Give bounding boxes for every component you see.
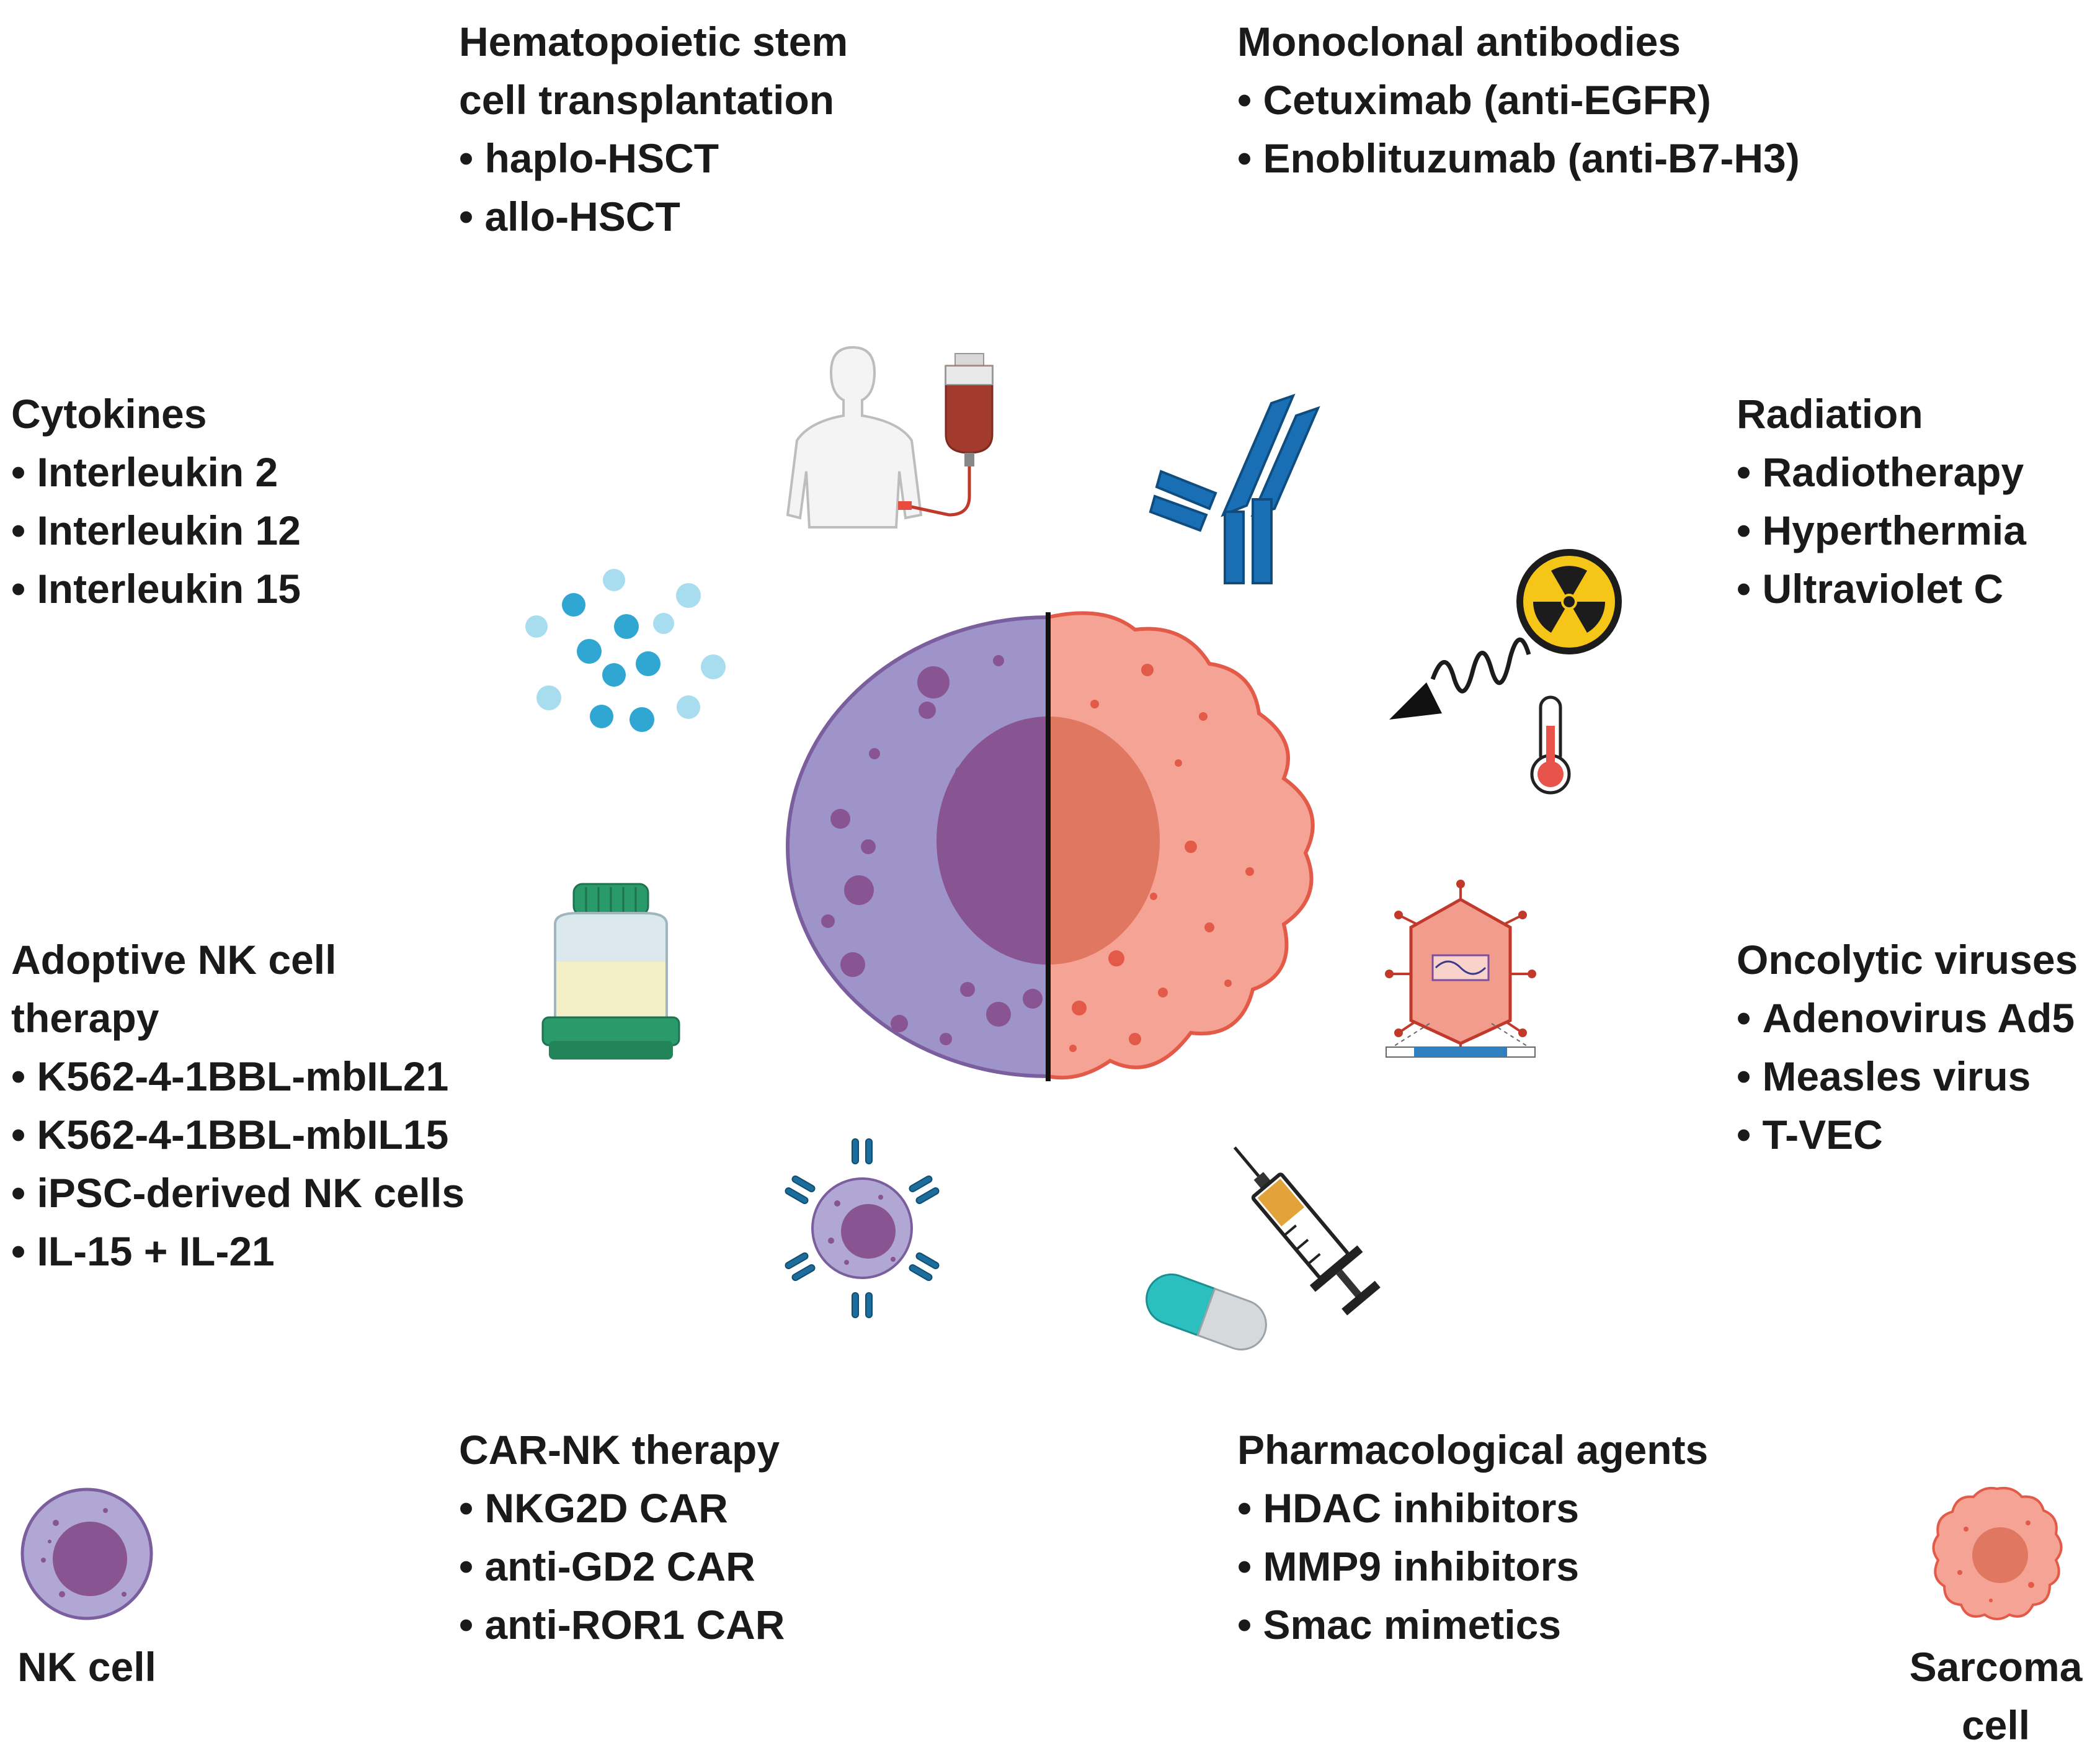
list-item: Adenovirus Ad5 (1737, 989, 2078, 1047)
category-cytokines: Cytokines Interleukin 2 Interleukin 12 I… (11, 385, 301, 618)
syringe-icon (1233, 1146, 1381, 1316)
list-item: Radiotherapy (1737, 443, 2026, 501)
list-item: Smac mimetics (1237, 1595, 1708, 1654)
cytokine-dots-icon (525, 569, 726, 732)
nk-cell-label: NK cell (17, 1644, 156, 1690)
category-title: Hematopoietic stem cell transplantation (459, 19, 848, 123)
sarcoma-granules (1069, 664, 1254, 1052)
sarcoma-cell-label: Sarcoma cell (1892, 1638, 2100, 1754)
category-title: Oncolytic viruses (1737, 937, 2078, 983)
list-item: K562-4-1BBL-mbIL15 (11, 1105, 448, 1164)
category-items: haplo-HSCT allo-HSCT (459, 129, 918, 246)
list-item: anti-ROR1 CAR (459, 1595, 785, 1654)
category-items: Interleukin 2 Interleukin 12 Interleukin… (11, 443, 301, 618)
central-nk-sarcoma-cell (786, 611, 1315, 1081)
category-pharmacological: Pharmacological agents HDAC inhibitors M… (1237, 1421, 1708, 1654)
list-item: iPSC-derived NK cells (11, 1164, 465, 1222)
category-hsct: Hematopoietic stem cell transplantation … (459, 12, 918, 246)
category-items: Cetuximab (anti-EGFR) Enoblituzumab (ant… (1237, 71, 1800, 187)
list-item: haplo-HSCT (459, 129, 918, 187)
category-items: K562-4-1BBL-mbIL21 K562-4-1BBL-mbIL15 iP… (11, 1047, 465, 1280)
list-item: IL-15 + IL-21 (11, 1222, 414, 1280)
category-title: Monoclonal antibodies (1237, 19, 1681, 65)
category-title: Adoptive NK cell therapy (11, 937, 337, 1041)
list-item: K562-4-1BBL-mbIL21 (11, 1047, 448, 1105)
capsule-icon (1146, 1274, 1267, 1350)
nk-granules (821, 655, 1043, 1045)
list-item: NKG2D CAR (459, 1479, 785, 1537)
nk-cell-legend-icon (20, 1488, 153, 1620)
category-title: Pharmacological agents (1237, 1427, 1709, 1473)
hsct-patient-blood-bag-icon (786, 346, 994, 529)
list-item: allo-HSCT (459, 187, 918, 246)
culture-flask-icon (541, 883, 680, 1060)
list-item: T-VEC (1737, 1105, 2078, 1164)
category-items: HDAC inhibitors MMP9 inhibitors Smac mim… (1237, 1479, 1708, 1654)
thermometer-icon (1530, 695, 1571, 795)
list-item: Interleukin 2 (11, 443, 301, 501)
list-item: Measles virus (1737, 1047, 2078, 1105)
category-car-nk: CAR-NK therapy NKG2D CAR anti-GD2 CAR an… (459, 1421, 785, 1654)
list-item: anti-GD2 CAR (459, 1537, 785, 1595)
category-items: Adenovirus Ad5 Measles virus T-VEC (1737, 989, 2078, 1164)
category-items: Radiotherapy Hyperthermia Ultraviolet C (1737, 443, 2026, 618)
sarcoma-label-line: Sarcoma (1909, 1644, 2083, 1690)
list-item: HDAC inhibitors (1237, 1479, 1708, 1537)
list-item: Hyperthermia (1737, 501, 2026, 560)
list-item: MMP9 inhibitors (1237, 1537, 1708, 1595)
car-nk-cell-icon (785, 1138, 940, 1318)
list-item: Enoblituzumab (anti-B7-H3) (1237, 129, 1799, 187)
category-adoptive-nk: Adoptive NK cell therapy K562-4-1BBL-mbI… (11, 930, 465, 1280)
antibody-icon (1149, 393, 1320, 584)
category-oncolytic-viruses: Oncolytic viruses Adenovirus Ad5 Measles… (1737, 930, 2078, 1164)
category-title: Cytokines (11, 391, 207, 437)
sarcoma-cell-legend-icon (1932, 1486, 2063, 1620)
category-items: NKG2D CAR anti-GD2 CAR anti-ROR1 CAR (459, 1479, 785, 1654)
list-item: Cetuximab (anti-EGFR) (1237, 71, 1800, 129)
virus-icon (1385, 880, 1536, 1058)
category-monoclonal-antibodies: Monoclonal antibodies Cetuximab (anti-EG… (1237, 12, 1800, 187)
sarcoma-label-line: cell (1961, 1702, 2031, 1748)
sarcoma-nucleus (1048, 716, 1160, 965)
nk-nucleus (937, 716, 1048, 965)
list-item: Interleukin 12 (11, 501, 301, 560)
category-radiation: Radiation Radiotherapy Hyperthermia Ultr… (1737, 385, 2026, 618)
radiation-hazard-icon (1389, 549, 1622, 720)
category-title: Radiation (1737, 391, 1923, 437)
list-item: Ultraviolet C (1737, 560, 2026, 618)
list-item: Interleukin 15 (11, 560, 301, 618)
category-title: CAR-NK therapy (459, 1427, 780, 1473)
